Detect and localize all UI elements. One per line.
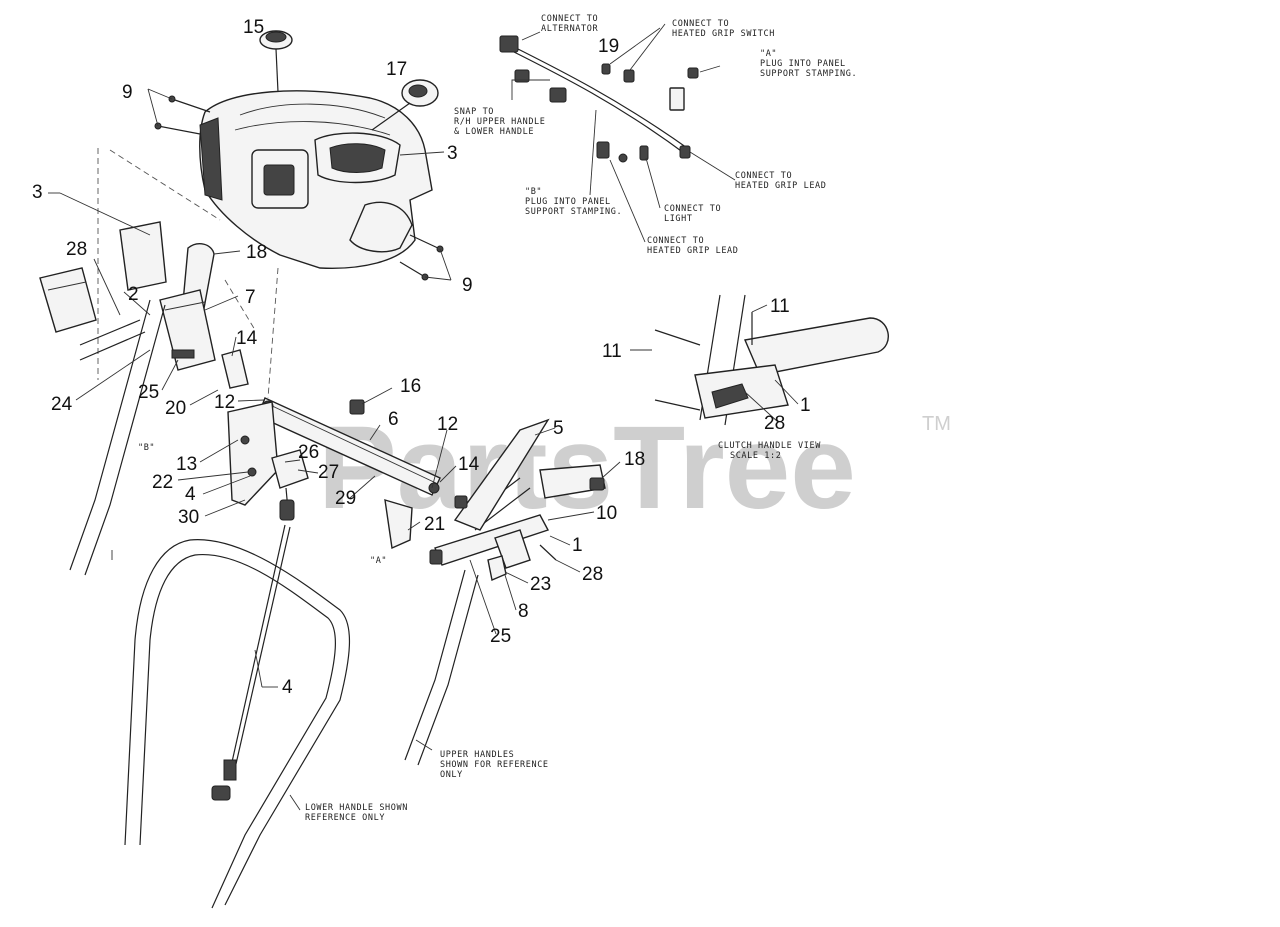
part-number-9-top: 9 — [122, 82, 133, 103]
part-number-25-right: 25 — [490, 626, 511, 647]
part-number-1-center: 1 — [572, 535, 583, 556]
clutch-handle-view — [654, 294, 889, 426]
part-number-3-right: 3 — [447, 143, 458, 164]
note-grip-switch-1: CONNECT TO — [672, 19, 729, 29]
note-grip-lead-center-1: CONNECT TO — [647, 236, 704, 246]
control-rod — [211, 524, 291, 801]
note-connect-alternator-2: ALTERNATOR — [541, 24, 598, 34]
trademark-mark: TM — [922, 413, 951, 435]
note-grip-switch-2: HEATED GRIP SWITCH — [672, 29, 775, 39]
part-number-6: 6 — [388, 409, 399, 430]
part-number-12-right: 12 — [437, 414, 458, 435]
note-snap-to-1: SNAP TO — [454, 107, 494, 117]
note-snap-to-3: & LOWER HANDLE — [454, 127, 534, 137]
part-number-10: 10 — [596, 503, 617, 524]
part-number-4-small: 4 — [185, 484, 196, 505]
part-number-17: 17 — [386, 59, 407, 80]
part-number-9-bottom: 9 — [462, 275, 473, 296]
lower-handle — [124, 539, 350, 909]
part-number-11-left: 11 — [602, 341, 622, 362]
callout-notes: CONNECT TO ALTERNATOR CONNECT TO HEATED … — [138, 14, 857, 823]
note-grip-lead-right-2: HEATED GRIP LEAD — [735, 181, 826, 191]
part-number-3-left: 3 — [32, 182, 43, 203]
panel-cover-left — [39, 148, 221, 380]
part-number-2: 2 — [128, 284, 139, 305]
leader-lines — [48, 88, 799, 811]
part-number-18-right: 18 — [624, 449, 645, 470]
note-plug-b-1: "B" — [525, 187, 542, 197]
part-number-13: 13 — [176, 454, 197, 475]
part-number-27: 27 — [318, 462, 339, 483]
part-number-7: 7 — [245, 287, 256, 308]
part-number-21: 21 — [424, 514, 445, 535]
lock-knob-assembly — [271, 449, 309, 521]
note-connect-alternator-1: CONNECT TO — [541, 14, 598, 24]
note-upper-handles-1: UPPER HANDLES — [440, 750, 514, 760]
part-number-24: 24 — [51, 394, 73, 415]
dash-panel — [199, 90, 433, 269]
note-snap-to-2: R/H UPPER HANDLE — [454, 117, 545, 127]
note-upper-handles-3: ONLY — [440, 770, 463, 780]
part-number-30: 30 — [178, 507, 199, 528]
part-number-11-top: 11 — [770, 296, 790, 317]
part-number-14-left: 14 — [236, 328, 258, 349]
key-knob — [259, 30, 293, 93]
small-parts-center — [349, 399, 605, 581]
part-number-28-right: 28 — [582, 564, 603, 585]
part-number-15: 15 — [243, 17, 264, 38]
note-grip-lead-center-2: HEATED GRIP LEAD — [647, 246, 738, 256]
note-connect-light-1: CONNECT TO — [664, 204, 721, 214]
part-number-12-left: 12 — [214, 392, 235, 413]
alignment-lines — [224, 267, 279, 399]
note-clutch-view-2: SCALE 1:2 — [730, 451, 781, 461]
note-connect-light-2: LIGHT — [664, 214, 693, 224]
part-number-4-large: 4 — [282, 677, 293, 698]
left-handle-tube — [69, 299, 166, 576]
part-number-18-left: 18 — [246, 242, 267, 263]
lever-bracket-left — [159, 243, 249, 389]
part-number-20: 20 — [165, 398, 186, 419]
note-plug-a-3: SUPPORT STAMPING. — [760, 69, 857, 79]
note-plug-b-2: PLUG INTO PANEL — [525, 197, 611, 207]
note-plug-a-2: PLUG INTO PANEL — [760, 59, 846, 69]
note-label-a: "A" — [370, 556, 387, 566]
note-clutch-view-1: CLUTCH HANDLE VIEW — [718, 441, 821, 451]
part-number-23: 23 — [530, 574, 551, 595]
part-number-22: 22 — [152, 472, 173, 493]
note-lower-handle-2: REFERENCE ONLY — [305, 813, 385, 823]
screws-bottom — [399, 234, 444, 281]
part-number-16: 16 — [400, 376, 421, 397]
note-plug-a-1: "A" — [760, 49, 777, 59]
part-number-labels: 15 17 9 3 3 19 28 18 9 2 7 14 24 25 20 1… — [32, 17, 811, 698]
part-number-1-inset: 1 — [800, 395, 811, 416]
right-upper-handle — [404, 418, 606, 766]
part-number-26: 26 — [298, 442, 319, 463]
part-number-28-inset: 28 — [764, 413, 785, 434]
part-number-8: 8 — [518, 601, 529, 622]
note-grip-lead-right-1: CONNECT TO — [735, 171, 792, 181]
part-number-5: 5 — [553, 418, 564, 439]
note-plug-b-3: SUPPORT STAMPING. — [525, 207, 622, 217]
note-upper-handles-2: SHOWN FOR REFERENCE — [440, 760, 549, 770]
part-number-25-left: 25 — [138, 382, 159, 403]
note-label-b: "B" — [138, 443, 155, 453]
part-number-19: 19 — [598, 36, 619, 57]
part-number-14-right: 14 — [458, 454, 480, 475]
choke-knob — [371, 79, 439, 131]
mounting-plate-left — [227, 401, 279, 506]
note-lower-handle-1: LOWER HANDLE SHOWN — [305, 803, 408, 813]
wiring-harness — [499, 23, 736, 243]
part-number-28-left: 28 — [66, 239, 87, 260]
part-number-29: 29 — [335, 488, 356, 509]
